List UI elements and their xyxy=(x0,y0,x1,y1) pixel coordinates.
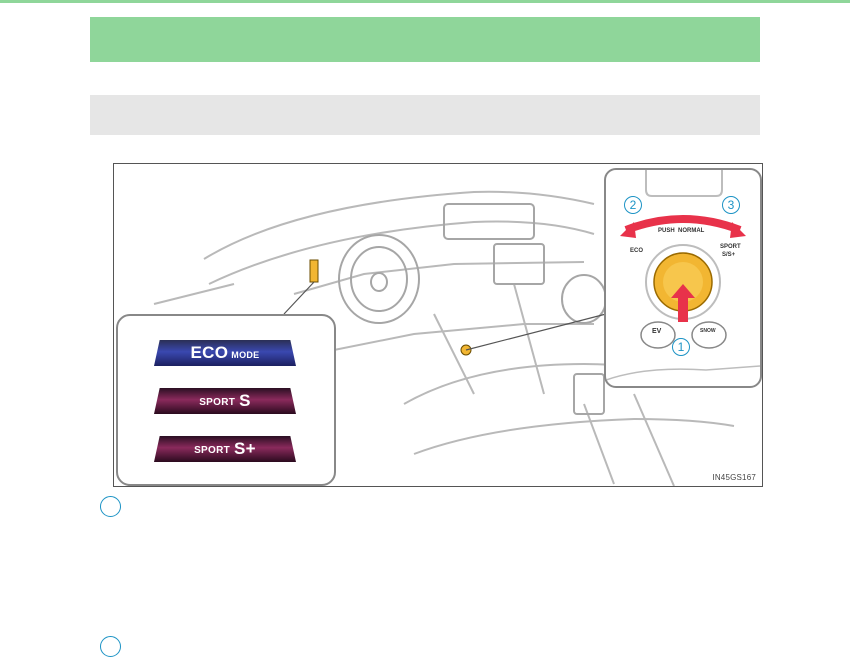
step-3-marker: 3 xyxy=(722,196,740,214)
ev-button-label: EV xyxy=(652,328,662,335)
step-2-marker: 2 xyxy=(624,196,642,214)
step-1-marker: 1 xyxy=(672,338,690,356)
drive-mode-dial-drawing xyxy=(606,170,760,381)
dial-label-sport-modes: S/S+ xyxy=(722,252,736,258)
dial-label-sport: SPORT xyxy=(720,244,741,250)
figure-code: IN45GS167 xyxy=(712,473,756,482)
section-title-band xyxy=(90,17,760,62)
dial-label-eco: ECO xyxy=(630,248,644,254)
step-2-bullet-icon xyxy=(100,636,121,657)
dial-label-normal: NORMAL xyxy=(678,228,705,234)
dial-label-push: PUSH xyxy=(658,228,675,234)
car-interior-drawing xyxy=(153,190,735,486)
drive-mode-dial-inset: 2 3 1 PUSH NORMAL ECO SPORT S/S+ EV SNOW xyxy=(604,168,762,388)
snow-button-label: SNOW xyxy=(700,328,716,334)
step-1-bullet-icon xyxy=(100,496,121,517)
top-rule xyxy=(0,0,850,3)
subsection-title-band xyxy=(90,95,760,135)
